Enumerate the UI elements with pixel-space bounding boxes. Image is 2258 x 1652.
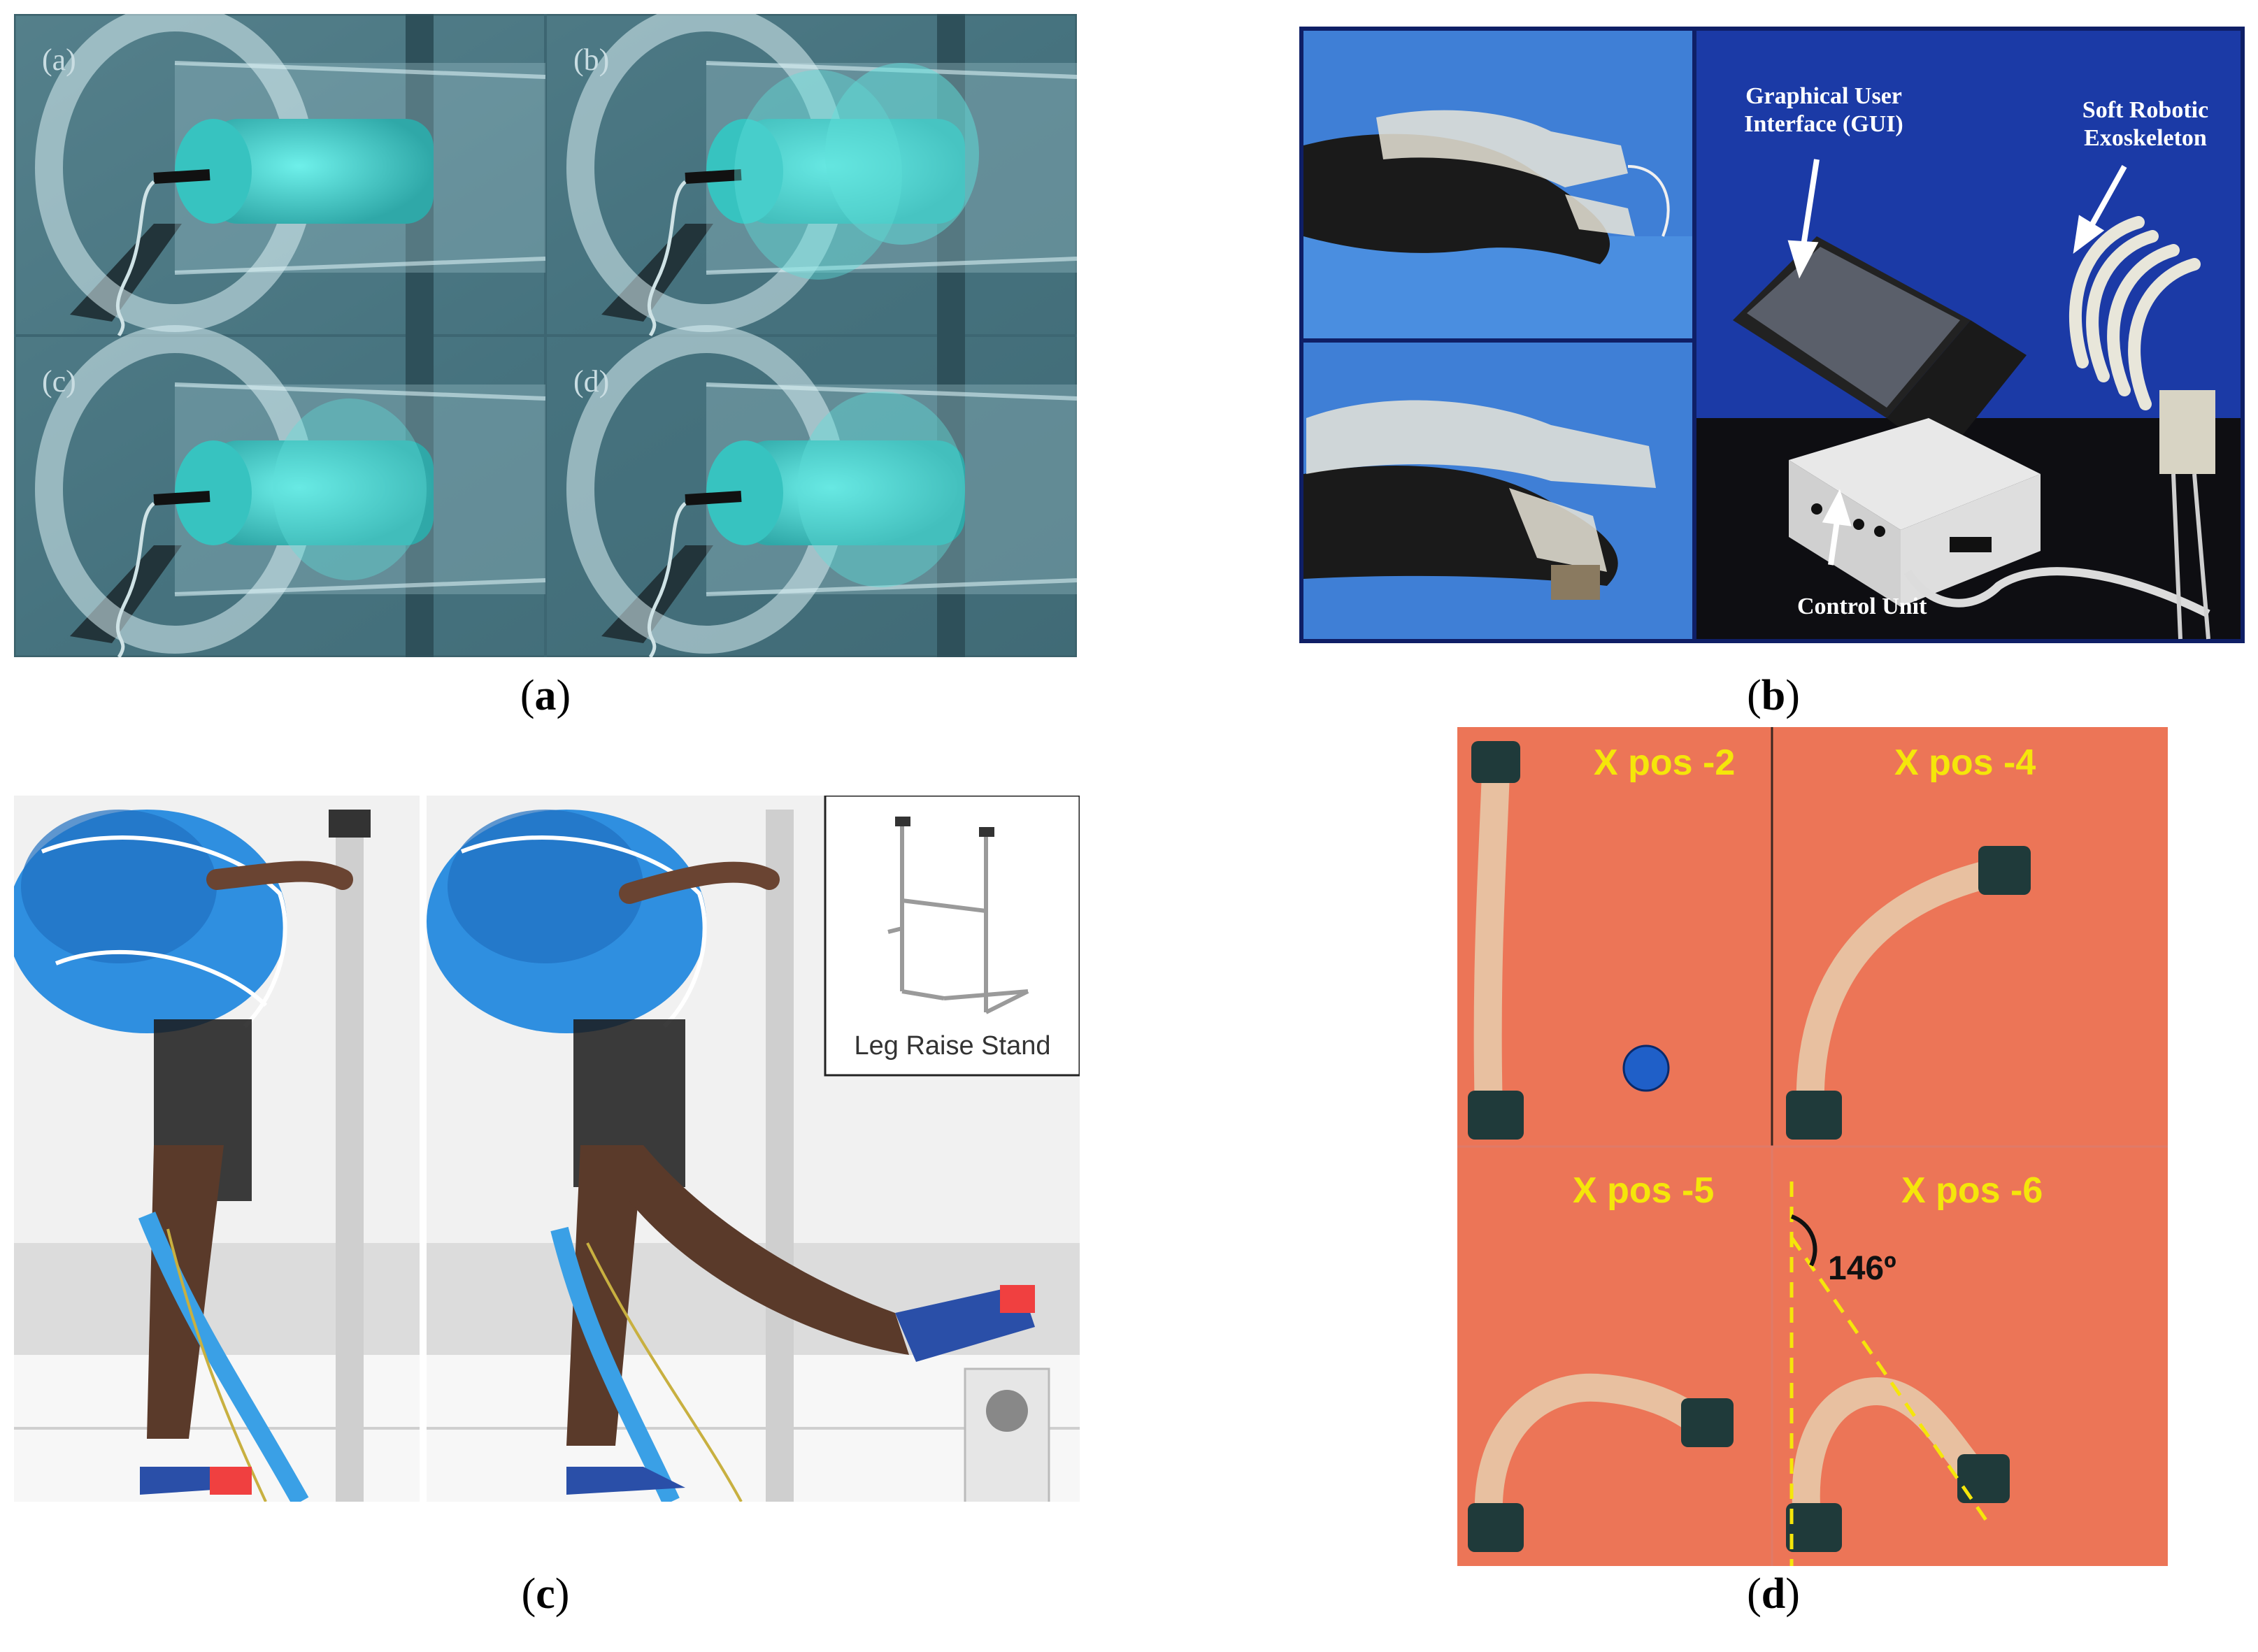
sublabel-a: (a) xyxy=(42,43,76,77)
panel-c-image: Leg Raise Stand xyxy=(14,796,1080,1502)
leg-raise-stand-inset: Leg Raise Stand xyxy=(824,796,1080,1077)
target-dot xyxy=(1622,1044,1670,1092)
actuator-xpos-4 xyxy=(1786,846,2031,1140)
label-xpos-4: X pos -4 xyxy=(1894,742,2036,783)
actuator-xpos-5 xyxy=(1468,1373,1734,1552)
subject-standing xyxy=(14,810,371,1502)
sublabel-b: (b) xyxy=(573,43,609,77)
caption-a: (a) xyxy=(520,672,571,719)
annotation-exo-line1: Soft Robotic xyxy=(2082,97,2208,123)
panel-d-image: X pos -2 X pos -4 X pos -5 X pos -6 146º xyxy=(1457,727,2168,1566)
panel-a-image: (a) (b) (c) (d) xyxy=(14,14,1077,657)
actuator-render-a xyxy=(14,14,546,337)
label-xpos-6: X pos -6 xyxy=(1901,1170,2043,1211)
label-xpos-5: X pos -5 xyxy=(1573,1170,1714,1211)
label-xpos-2: X pos -2 xyxy=(1594,742,1735,783)
caption-c: (c) xyxy=(521,1570,570,1618)
annotation-control-unit: Control Unit xyxy=(1797,594,1927,619)
angle-label: 146º xyxy=(1828,1250,1896,1287)
caption-b: (b) xyxy=(1747,672,1800,719)
sublabel-d: (d) xyxy=(573,364,609,398)
inset-label: Leg Raise Stand xyxy=(855,1031,1051,1061)
annotation-gui-line1: Graphical User xyxy=(1745,83,1902,109)
subject-leg-raised xyxy=(427,810,1050,1502)
sublabel-c: (c) xyxy=(42,364,76,398)
caption-d: (d) xyxy=(1747,1570,1800,1618)
annotation-gui-line2: Interface (GUI) xyxy=(1744,111,1903,137)
annotation-exo-line2: Exoskeleton xyxy=(2084,125,2207,151)
panel-b-image: Graphical User Interface (GUI) Soft Robo… xyxy=(1299,27,2245,643)
actuator-xpos-6 xyxy=(1786,1181,2010,1566)
actuator-xpos-2 xyxy=(1468,741,1524,1140)
